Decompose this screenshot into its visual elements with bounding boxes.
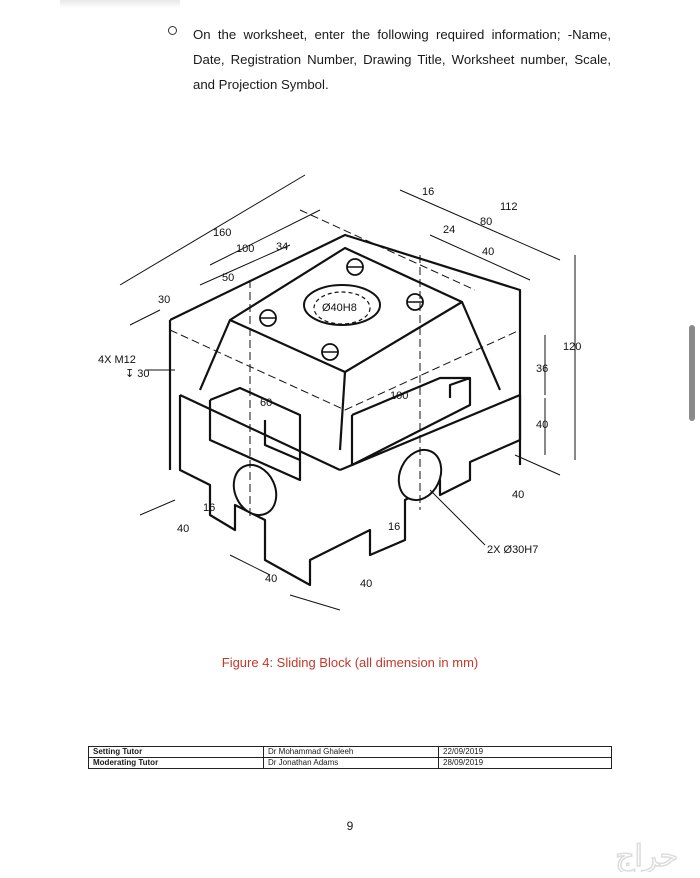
dim-30h7: 2X Ø30H7 (487, 544, 538, 556)
watermark-logo: حراج (614, 839, 678, 872)
tutor-name: Dr Mohammad Ghaleeh (263, 746, 439, 758)
base-outline (178, 395, 522, 587)
dim-m12: 4X M12 (98, 354, 136, 366)
dim-112: 112 (500, 201, 518, 213)
dim-16-top: 16 (422, 186, 434, 198)
dim-100-slot: 100 (390, 390, 408, 402)
dim-bore-40h8: Ø40H8 (322, 302, 357, 314)
table-row: Setting Tutor Dr Mohammad Ghaleeh 22/09/… (88, 746, 612, 758)
instruction-text: On the worksheet, enter the following re… (193, 27, 611, 92)
dim-60: 60 (260, 397, 272, 409)
dim-16-right: 16 (388, 521, 400, 533)
dim-160: 160 (213, 227, 231, 239)
dim-m12-depth: ↧ 30 (125, 368, 150, 380)
tutor-date: 28/09/2019 (438, 757, 612, 769)
dim-40-bottom-left: 40 (265, 573, 277, 585)
dim-40-right: 40 (512, 489, 524, 501)
dim-40-left: 40 (177, 523, 189, 535)
dim-24: 24 (443, 224, 455, 236)
top-outline (169, 233, 522, 465)
tutor-table: Setting Tutor Dr Mohammad Ghaleeh 22/09/… (88, 746, 612, 769)
dim-120: 120 (563, 341, 581, 353)
dim-40-side: 40 (536, 419, 548, 431)
sliding-block-drawing: 160 100 34 50 30 16 24 80 112 40 Ø40H8 1… (98, 174, 581, 611)
dim-100: 100 (236, 243, 254, 255)
dim-50: 50 (222, 272, 234, 284)
dim-80: 80 (480, 216, 492, 228)
watermark-text: حراج (615, 840, 678, 872)
dim-16-left: 16 (203, 502, 215, 514)
tutor-date: 22/09/2019 (438, 746, 612, 758)
table-row: Moderating Tutor Dr Jonathan Adams 28/09… (88, 757, 612, 769)
tutor-role: Moderating Tutor (88, 757, 264, 769)
dim-30: 30 (158, 294, 170, 306)
figure-caption: Figure 4: Sliding Block (all dimension i… (221, 655, 479, 670)
dim-34: 34 (276, 241, 288, 253)
dim-36: 36 (536, 363, 548, 375)
page-number: 9 (346, 819, 354, 833)
tutor-name: Dr Jonathan Adams (263, 757, 439, 769)
scan-smudge (60, 0, 180, 8)
hollow-bullet-icon (168, 26, 177, 35)
scrollbar-thumb[interactable] (689, 325, 695, 421)
tutor-role: Setting Tutor (88, 746, 264, 758)
dim-40-top: 40 (482, 246, 494, 258)
dim-40-bottom-right: 40 (360, 578, 372, 590)
